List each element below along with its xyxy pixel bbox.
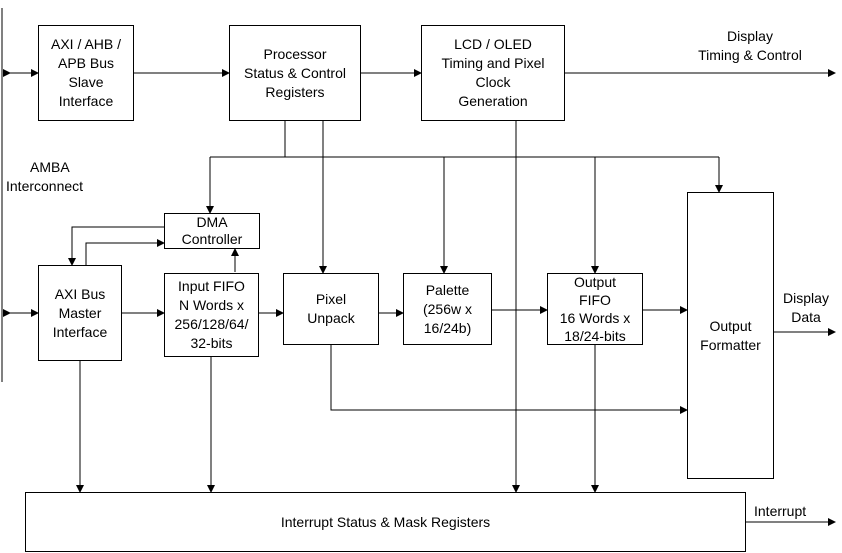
display-timing-line-1: Display (727, 28, 773, 44)
lcd-timing-line-4: Generation (458, 93, 528, 109)
axi-slave-line-2: APB Bus (57, 55, 115, 71)
output-formatter-line-1: Output (709, 317, 752, 334)
input-fifo-line-2: N Words x (178, 297, 245, 313)
lcd-timing-line-3: Clock (475, 74, 511, 90)
dma-to-master-arrow (68, 226, 164, 266)
axi-slave-line-1: AXI / AHB / (50, 36, 122, 52)
output-fifo-line-4: 18/24-bits (564, 328, 626, 344)
output-fifo-line-1: Output (573, 274, 617, 290)
display-timing-label: Display Timing & Control (680, 27, 820, 65)
pixel-unpack-line-2: Unpack (307, 310, 355, 326)
proc-regs-line-3: Registers (265, 83, 325, 100)
output-fifo-block: Output FIFO 16 Words x 18/24-bits (547, 273, 643, 345)
pixel-unpack-line-1: Pixel (315, 291, 347, 307)
axi-slave-line-3: Slave (68, 74, 104, 90)
dma-line-1: DMA (196, 214, 228, 230)
axi-master-line-2: Master (58, 304, 102, 321)
display-timing-line-2: Timing & Control (698, 47, 802, 63)
dma-controller-block: DMA Controller (164, 213, 260, 249)
lcd-timing-line-1: LCD / OLED (454, 36, 532, 52)
proc-regs-line-1: Processor (263, 45, 327, 62)
amba-line-1: AMBA (30, 159, 70, 175)
output-formatter-line-2: Formatter (700, 336, 761, 353)
display-data-line-1: Display (783, 290, 829, 306)
palette-line-1: Palette (425, 281, 470, 298)
display-data-label: Display Data (774, 289, 838, 327)
output-fifo-line-3: 16 Words x (559, 310, 631, 326)
lcd-timing-line-2: Timing and Pixel (441, 55, 545, 71)
input-fifo-line-4: 32-bits (190, 335, 233, 351)
output-fifo-line-2: FIFO (579, 292, 611, 308)
interrupt-registers-line-1: Interrupt Status & Mask Registers (280, 513, 491, 530)
proc-regs-line-2: Status & Control (244, 64, 346, 81)
pixel-unpack-block: Pixel Unpack (283, 273, 379, 345)
unpack-bypass-arrow (330, 345, 688, 414)
axi-slave-interface-block: AXI / AHB / APB Bus Slave Interface (38, 25, 134, 121)
axi-master-line-1: AXI Bus (54, 285, 106, 302)
axi-master-interface-block: AXI Bus Master Interface (38, 265, 122, 361)
axi-master-line-3: Interface (52, 323, 108, 340)
output-formatter-block: Output Formatter (687, 192, 774, 479)
display-data-line-2: Data (791, 309, 821, 325)
lcd-timing-block: LCD / OLED Timing and Pixel Clock Genera… (421, 25, 565, 121)
dma-line-2: Controller (181, 231, 243, 247)
interrupt-registers-block: Interrupt Status & Mask Registers (25, 492, 746, 552)
input-fifo-block: Input FIFO N Words x 256/128/64/ 32-bits (164, 273, 259, 357)
axi-slave-line-4: Interface (58, 93, 114, 109)
palette-line-3: 16/24b) (423, 319, 472, 336)
palette-line-2: (256w x (422, 300, 473, 317)
master-to-dma-arrow (85, 239, 165, 265)
amba-interconnect-label: AMBA Interconnect (6, 158, 83, 196)
processor-registers-block: Processor Status & Control Registers (229, 25, 361, 121)
input-fifo-line-3: 256/128/64/ (174, 316, 249, 332)
palette-block: Palette (256w x 16/24b) (403, 273, 492, 345)
interrupt-label: Interrupt (754, 503, 807, 519)
input-fifo-line-1: Input FIFO (178, 278, 245, 294)
amba-line-2: Interconnect (6, 178, 84, 194)
